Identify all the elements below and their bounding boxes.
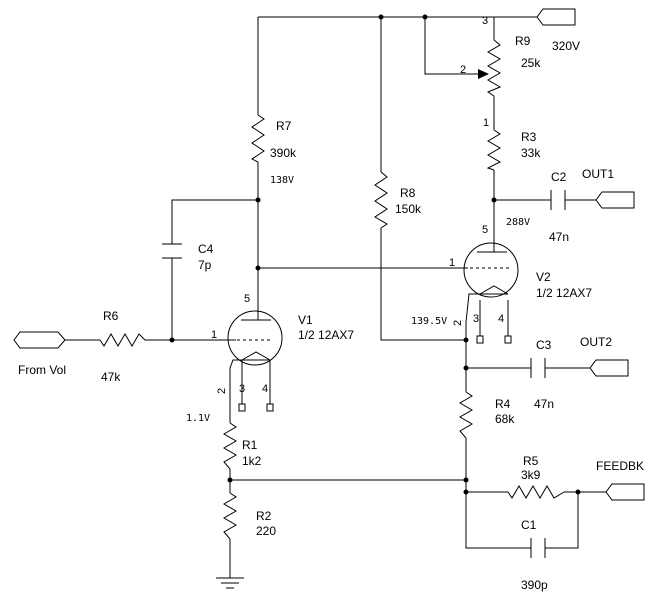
junction-dot — [463, 365, 469, 371]
junction-dot — [575, 489, 581, 495]
junction-dot — [255, 197, 261, 203]
port-out2-flag — [589, 359, 629, 377]
junction-dot — [422, 14, 428, 20]
c3-ref-label: C3 — [536, 338, 552, 352]
r5-value-label: 3k9 — [521, 468, 541, 482]
r2-ref-label: R2 — [256, 509, 272, 523]
junction-dot — [227, 477, 233, 483]
pin-number: 1 — [483, 117, 489, 129]
tube-v1-symbol — [227, 298, 283, 369]
r6-value-label: 47k — [101, 370, 121, 384]
c4-value-label: 7p — [198, 258, 212, 272]
wires — [65, 16, 606, 578]
out2-port-label: OUT2 — [580, 335, 612, 349]
pin-number: 5 — [244, 293, 250, 305]
heater-terminal — [238, 403, 246, 412]
r5-ref-label: R5 — [523, 454, 539, 468]
v1-cathode-voltage: 1.1V — [186, 413, 210, 424]
junction-dot — [463, 477, 469, 483]
port-supply-flag — [536, 8, 576, 26]
resistor-r1-symbol — [223, 422, 237, 470]
supply-voltage-label: 320V — [552, 39, 580, 53]
resistor-r2-symbol — [223, 492, 237, 540]
junction-dot — [491, 197, 497, 203]
r7-value-label: 390k — [270, 146, 297, 160]
r3-ref-label: R3 — [521, 130, 537, 144]
r1-value-label: 1k2 — [242, 454, 262, 468]
v2-cathode-voltage: 139.5V — [411, 316, 447, 327]
resistor-r4-symbol — [459, 391, 473, 439]
resistor-r8-symbol — [374, 171, 388, 229]
pin-number: 1 — [449, 257, 455, 269]
pin-number: 1 — [211, 329, 217, 341]
pin-number: 2 — [452, 320, 464, 326]
v1-plate-voltage: 138V — [270, 175, 294, 186]
junction-dot — [378, 14, 384, 20]
resistor-r7-symbol — [251, 114, 265, 163]
heater-terminal — [476, 335, 484, 344]
pin-number: 3 — [482, 15, 488, 27]
c1-value-label: 390p — [521, 578, 548, 592]
heater-terminal — [504, 335, 512, 344]
pin-number: 5 — [482, 224, 488, 236]
port-input-flag — [13, 331, 66, 349]
tube-v2-symbol — [460, 240, 519, 323]
ground-symbol — [216, 577, 244, 589]
r6-ref-label: R6 — [103, 309, 119, 323]
c2-value-label: 47n — [549, 230, 569, 244]
junction-dot — [255, 265, 261, 271]
potentiometer-r9-symbol — [486, 39, 502, 97]
capacitor-c2-symbol — [550, 190, 566, 210]
r7-ref-label: R7 — [276, 119, 292, 133]
feedback-port-label: FEEDBK — [596, 459, 644, 473]
c2-ref-label: C2 — [551, 170, 567, 184]
pin-number: 4 — [262, 383, 268, 395]
capacitor-c1-symbol — [530, 538, 546, 558]
r4-ref-label: R4 — [495, 397, 511, 411]
potentiometer-wiper-arrow — [478, 69, 489, 79]
v2-plate-voltage: 288V — [506, 217, 530, 228]
capacitor-c3-symbol — [530, 358, 546, 378]
heater-terminal — [266, 403, 274, 412]
c4-ref-label: C4 — [198, 242, 214, 256]
r4-value-label: 68k — [495, 412, 515, 426]
port-out1-flag — [595, 191, 635, 209]
pin-number: 3 — [473, 313, 479, 325]
junction-dot — [463, 337, 469, 343]
pin-number: 2 — [460, 64, 466, 76]
junction-dot — [169, 337, 175, 343]
r8-ref-label: R8 — [400, 186, 416, 200]
resistor-r6-symbol — [99, 333, 146, 347]
capacitor-c4-symbol — [162, 243, 182, 259]
v1-value-label: 1/2 12AX7 — [298, 328, 354, 342]
pin-number: 3 — [239, 383, 245, 395]
out1-port-label: OUT1 — [582, 167, 614, 181]
v2-ref-label: V2 — [536, 270, 551, 284]
r8-value-label: 150k — [395, 202, 422, 216]
v1-ref-label: V1 — [298, 313, 313, 327]
resistor-r5-symbol — [507, 485, 565, 499]
c1-ref-label: C1 — [521, 518, 537, 532]
r3-value-label: 33k — [521, 146, 541, 160]
pin-number: 4 — [498, 313, 504, 325]
r9-value-label: 25k — [521, 56, 541, 70]
r1-ref-label: R1 — [242, 438, 258, 452]
c3-value-label: 47n — [534, 397, 554, 411]
pin-number: 2 — [216, 388, 228, 394]
junctions — [169, 14, 581, 495]
v2-value-label: 1/2 12AX7 — [536, 286, 592, 300]
junction-dot — [463, 489, 469, 495]
resistor-r3-symbol — [486, 129, 502, 171]
r2-value-label: 220 — [256, 524, 276, 538]
r9-ref-label: R9 — [515, 34, 531, 48]
input-port-label: From Vol — [18, 363, 66, 377]
port-feedback-flag — [605, 483, 645, 501]
